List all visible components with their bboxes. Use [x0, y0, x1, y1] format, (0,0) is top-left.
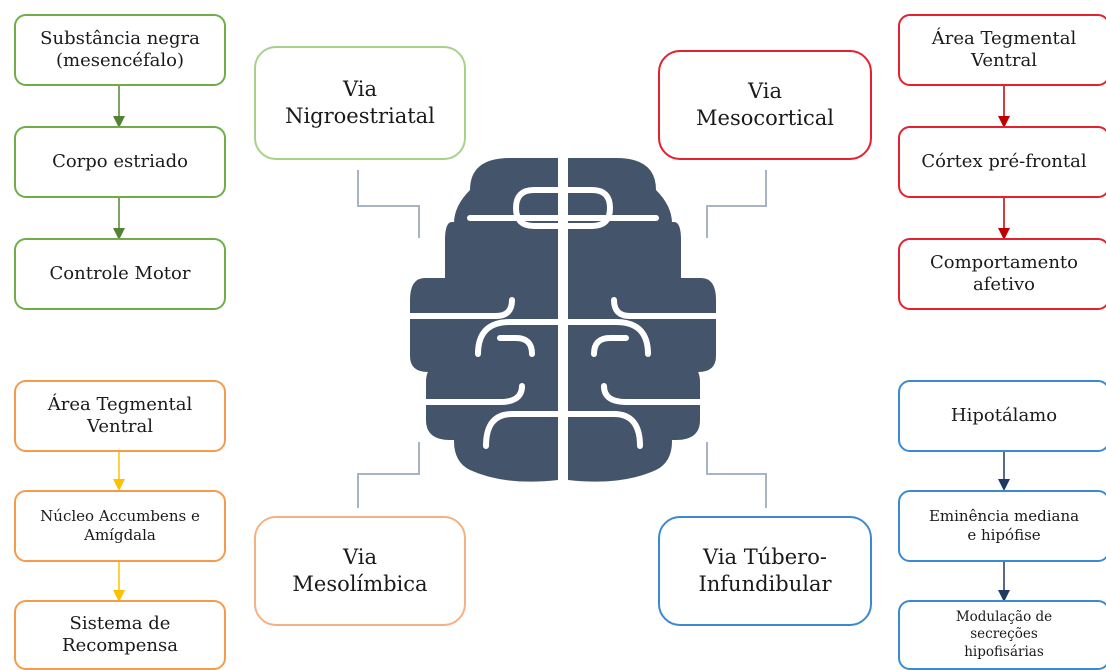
limbic-step-3: Sistema de Recompensa: [14, 600, 226, 670]
tubero-step-2-label: Eminência mediana e hipófise: [928, 507, 1080, 544]
limbic-step-1-label: Área Tegmental Ventral: [47, 393, 193, 438]
connector-tubero: [706, 442, 767, 508]
tubero-step-1: Hipotálamo: [898, 380, 1106, 452]
nigro-step-3-label: Controle Motor: [49, 262, 191, 284]
nigro-step-2: Corpo estriado: [14, 126, 226, 198]
tubero-step-1-label: Hipotálamo: [950, 404, 1058, 426]
connector-limbic: [357, 442, 420, 508]
cortical-title-box: Via Mesocortical: [658, 50, 872, 160]
cortical-step-2-label: Córtex pré-frontal: [921, 150, 1087, 172]
brain-folds: [407, 187, 719, 449]
limbic-step-3-label: Sistema de Recompensa: [62, 612, 178, 657]
connector-cortical: [706, 170, 767, 238]
nigro-title: Via Nigroestriatal: [285, 76, 435, 128]
limbic-step-2: Núcleo Accumbens e Amígdala: [14, 490, 226, 562]
nigro-step-2-label: Corpo estriado: [52, 150, 188, 172]
tubero-step-3-label: Modulação de secreções hipofisárias: [955, 608, 1053, 660]
nigro-step-1-label: Substância negra (mesencéfalo): [40, 27, 200, 72]
brain-icon: [410, 158, 716, 482]
nigro-title-box: Via Nigroestriatal: [254, 46, 466, 160]
limbic-title: Via Mesolímbica: [292, 544, 428, 596]
limbic-title-box: Via Mesolímbica: [254, 516, 466, 626]
nigro-step-1: Substância negra (mesencéfalo): [14, 14, 226, 86]
connector-nigro: [357, 170, 420, 238]
cortical-step-1-label: Área Tegmental Ventral: [931, 27, 1077, 72]
limbic-step-1: Área Tegmental Ventral: [14, 380, 226, 452]
tubero-title-box: Via Túbero- Infundibular: [658, 516, 872, 626]
nigro-step-3: Controle Motor: [14, 238, 226, 310]
limbic-step-2-label: Núcleo Accumbens e Amígdala: [40, 507, 200, 544]
cortical-title: Via Mesocortical: [696, 78, 834, 130]
cortical-step-2: Córtex pré-frontal: [898, 126, 1106, 198]
tubero-title: Via Túbero- Infundibular: [698, 544, 832, 596]
tubero-step-3: Modulação de secreções hipofisárias: [898, 600, 1106, 670]
cortical-step-1: Área Tegmental Ventral: [898, 14, 1106, 86]
cortical-step-3-label: Comportamento afetivo: [930, 251, 1078, 296]
tubero-step-2: Eminência mediana e hipófise: [898, 490, 1106, 562]
cortical-step-3: Comportamento afetivo: [898, 238, 1106, 310]
